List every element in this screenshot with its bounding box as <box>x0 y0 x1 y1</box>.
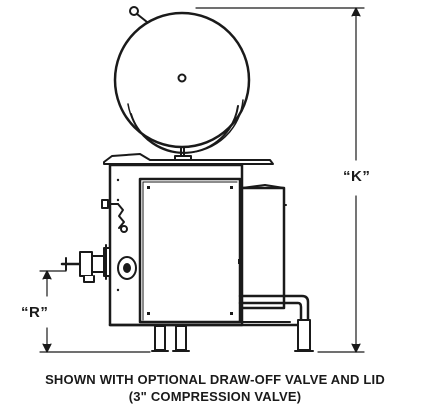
base-frame <box>108 294 310 327</box>
front-panel <box>138 177 242 324</box>
lid-handle <box>129 6 148 23</box>
kettle-lid <box>113 11 251 154</box>
front-legs <box>151 319 314 352</box>
caption-line-2: (3" COMPRESSION VALVE) <box>128 389 302 404</box>
tilt-crank-handle <box>101 199 128 233</box>
dimension-k-label: “K” <box>343 168 371 185</box>
caption-line-1: SHOWN WITH OPTIONAL DRAW-OFF VALVE AND L… <box>45 372 385 387</box>
draw-off-valve <box>60 244 111 283</box>
drain-port <box>117 256 137 280</box>
rear-housing <box>240 184 287 310</box>
dimension-r-label: “R” <box>21 304 49 321</box>
dimension-k-line <box>195 7 365 353</box>
lid-knob <box>177 73 187 83</box>
dimension-r-line <box>39 270 151 353</box>
kettle-body <box>108 163 244 327</box>
